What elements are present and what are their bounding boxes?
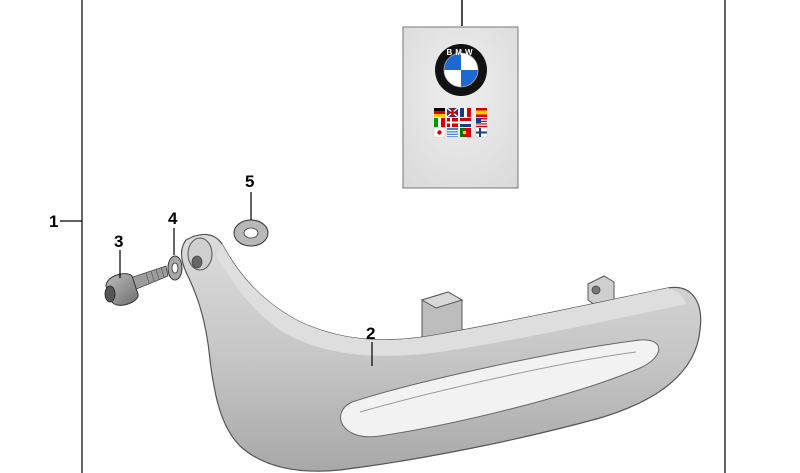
flag-de-icon (434, 108, 445, 117)
bmw-logo: BMW (435, 44, 487, 96)
bmw-logo-text: BMW (447, 48, 476, 57)
callout-grab-handle: 2 (366, 324, 375, 343)
flag-us-icon (476, 118, 487, 127)
callout-bolt: 3 (114, 232, 123, 251)
flag-dk-icon (447, 118, 458, 127)
flag-gr-icon (447, 128, 458, 137)
flag-fi-icon (475, 127, 488, 138)
grab-handle (180, 233, 702, 472)
flag-jp-icon (433, 127, 446, 138)
flag-es-icon (476, 108, 487, 117)
bolt (104, 250, 169, 306)
manual-booklet: BMW (402, 0, 519, 189)
flag-it-icon (434, 118, 445, 127)
flag-fr-icon (460, 108, 471, 117)
assembly-frame (60, 0, 726, 473)
callout-washer-large: 5 (245, 172, 254, 191)
language-flags (433, 107, 488, 138)
washer-small (167, 228, 183, 281)
flag-pt-icon (460, 128, 471, 137)
washer-large (233, 192, 269, 247)
callout-washer-small: 4 (168, 209, 178, 228)
callout-assembly: 1 (49, 212, 58, 231)
flag-nl-icon (460, 118, 471, 127)
flag-gb-icon (446, 107, 459, 118)
